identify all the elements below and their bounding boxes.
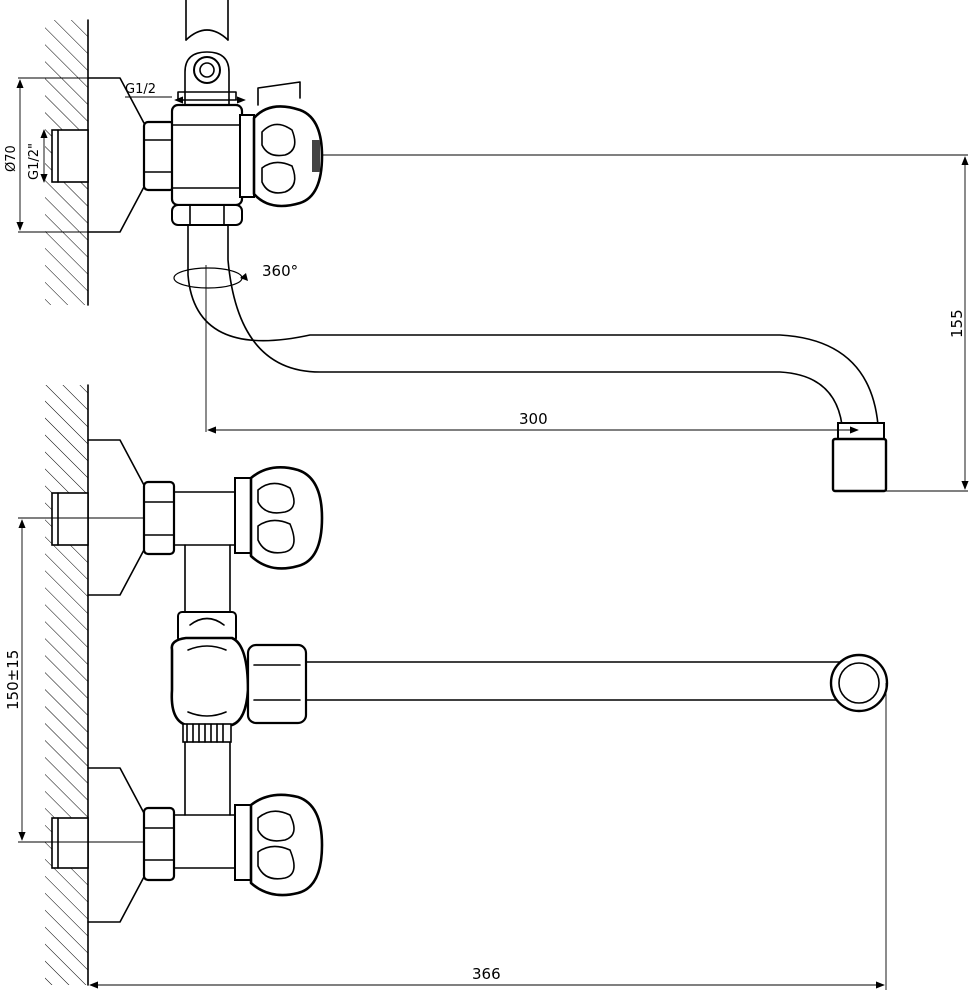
spout-pipe-top xyxy=(187,224,879,426)
escutcheon-top xyxy=(87,77,146,233)
mixer-body-vertical xyxy=(184,544,231,816)
side-view-dimensions: G1/2 Ø70 G1/2" 360° 155 300 xyxy=(4,77,969,492)
dim-diameter: Ø70 xyxy=(4,145,19,172)
mixer-body-top xyxy=(170,103,244,207)
dim-thread-wall: G1/2" xyxy=(27,143,42,180)
spout-end xyxy=(829,653,889,713)
diverter-unit xyxy=(170,611,250,743)
aerator-top xyxy=(831,422,888,493)
dim-thread-top: G1/2 xyxy=(125,82,156,97)
escutcheon-lower xyxy=(87,767,146,923)
valve-handle-top xyxy=(239,81,324,208)
valve-handle-lower xyxy=(234,793,324,897)
spout-pipe-front xyxy=(305,661,843,701)
hex-nut-lower xyxy=(142,806,176,882)
dim-height: 155 xyxy=(948,309,966,338)
hex-nut-upper xyxy=(142,480,176,556)
hex-nut-top xyxy=(142,120,176,192)
front-view xyxy=(45,384,889,986)
wall-hatch-bottom xyxy=(45,385,88,985)
rotation-indicator xyxy=(173,267,248,289)
dim-rotation: 360° xyxy=(262,262,298,280)
valve-handle-upper xyxy=(234,466,324,570)
dim-total-length: 366 xyxy=(472,965,501,983)
side-view xyxy=(45,0,888,493)
front-view-dimensions: 150±15 366 xyxy=(4,517,887,990)
dim-spout-reach: 300 xyxy=(519,410,548,428)
shower-holder xyxy=(177,0,237,106)
spout-mount xyxy=(246,643,308,725)
escutcheon-upper xyxy=(87,439,146,596)
swivel-nut xyxy=(171,204,243,226)
dim-center-distance: 150±15 xyxy=(4,650,22,710)
